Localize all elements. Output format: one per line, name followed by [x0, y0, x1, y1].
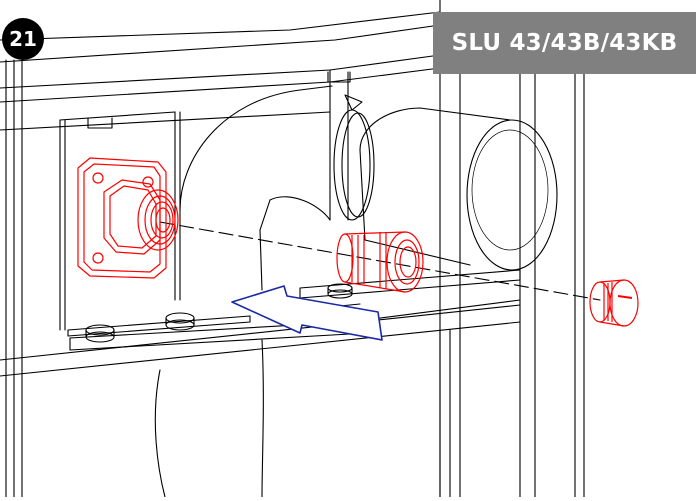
frame-left [5, 59, 23, 498]
model-label-banner: SLU 43/43B/43KB [433, 12, 696, 74]
step-number-badge: 21 [2, 18, 44, 60]
insert-direction-arrow [231, 285, 383, 341]
flange-fitting [77, 157, 179, 279]
curved-duct [154, 85, 333, 498]
frame-right [439, 0, 585, 498]
nut-left-1 [85, 324, 115, 343]
pump-cylinder [359, 107, 558, 271]
threaded-nipple [336, 231, 424, 293]
end-plug [589, 279, 639, 327]
hose-clamp [333, 94, 375, 221]
frame-top [0, 11, 441, 131]
nut-left-2 [165, 312, 195, 331]
